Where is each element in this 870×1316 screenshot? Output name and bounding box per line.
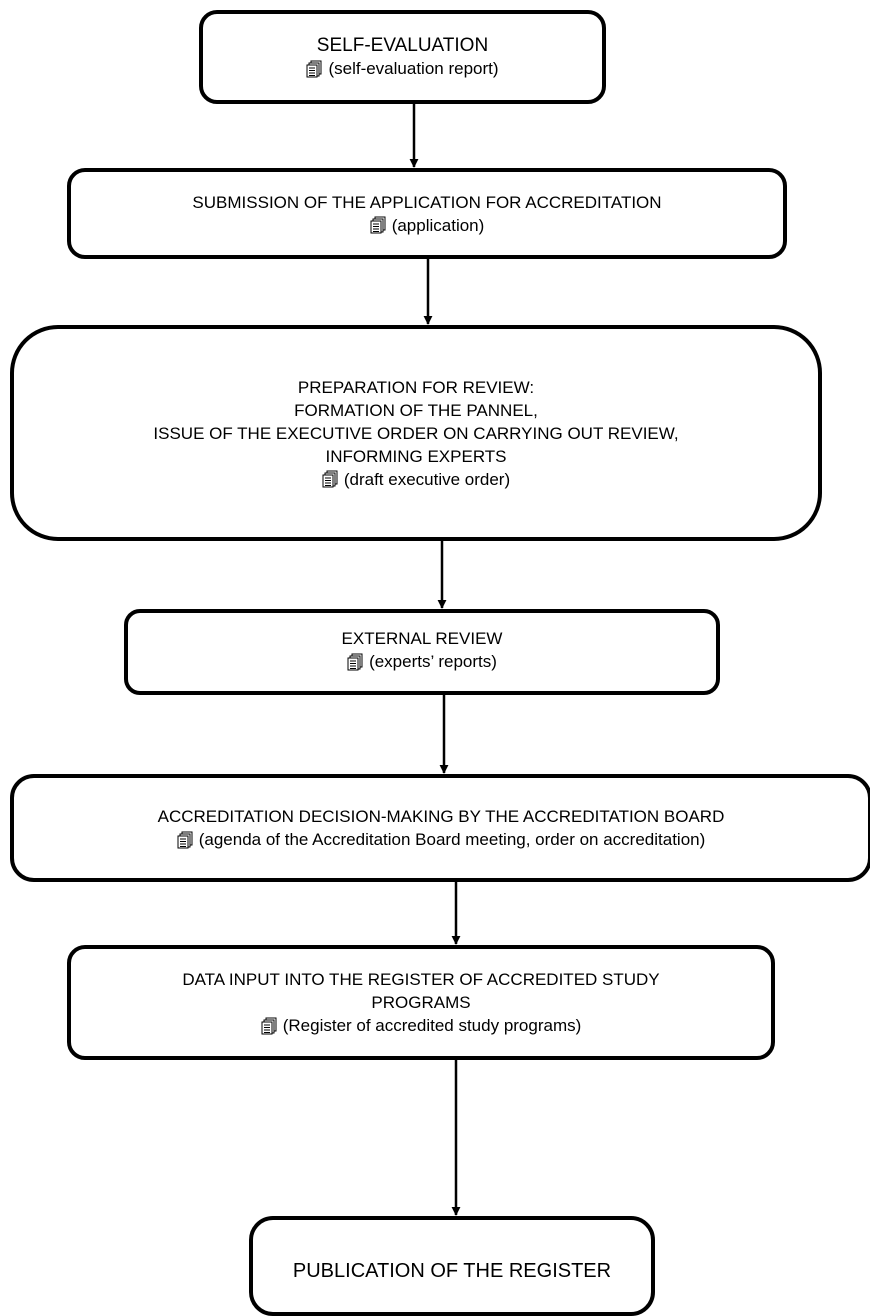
- node-title-line: EXTERNAL REVIEW: [341, 629, 503, 648]
- node-title-line: PREPARATION FOR REVIEW:: [297, 377, 535, 397]
- documents-icon: [261, 1017, 277, 1035]
- node-external-review: EXTERNAL REVIEW (experts’ reports): [124, 609, 720, 695]
- node-document: (draft executive order): [322, 468, 510, 491]
- node-publication: PUBLICATION OF THE REGISTER: [249, 1216, 655, 1316]
- node-title-line: DATA INPUT INTO THE REGISTER OF ACCREDIT…: [182, 970, 660, 989]
- node-title-line: ISSUE OF THE EXECUTIVE ORDER ON CARRYING…: [153, 423, 679, 443]
- documents-icon: [177, 831, 193, 849]
- node-document: (self-evaluation report): [306, 57, 499, 80]
- node-title-line: ACCREDITATION DECISION-MAKING BY THE ACC…: [157, 807, 725, 826]
- node-document-label: (draft executive order): [343, 469, 511, 489]
- node-document: (experts’ reports): [347, 650, 497, 673]
- node-title-line: SUBMISSION OF THE APPLICATION FOR ACCRED…: [192, 192, 662, 212]
- node-document-label: (Register of accredited study programs): [282, 1016, 582, 1035]
- node-preparation: PREPARATION FOR REVIEW: FORMATION OF THE…: [10, 325, 822, 541]
- node-document-label: (experts’ reports): [369, 652, 497, 671]
- node-title-line: PROGRAMS: [371, 993, 471, 1012]
- node-self-evaluation: SELF-EVALUATION (self-evaluation report): [199, 10, 606, 104]
- node-submission: SUBMISSION OF THE APPLICATION FOR ACCRED…: [67, 168, 787, 259]
- documents-icon: [347, 653, 363, 671]
- node-document: (application): [370, 214, 485, 237]
- documents-icon: [322, 470, 338, 488]
- node-title-line: SELF-EVALUATION: [316, 35, 489, 56]
- node-data-input: DATA INPUT INTO THE REGISTER OF ACCREDIT…: [67, 945, 775, 1060]
- node-decision-making: ACCREDITATION DECISION-MAKING BY THE ACC…: [10, 774, 870, 882]
- node-document-label: (application): [391, 215, 485, 235]
- node-title-line: FORMATION OF THE PANNEL,: [294, 400, 538, 420]
- node-document: (agenda of the Accreditation Board meeti…: [177, 828, 706, 851]
- node-document-label: (agenda of the Accreditation Board meeti…: [198, 830, 706, 849]
- node-title-line: PUBLICATION OF THE REGISTER: [292, 1260, 612, 1282]
- documents-icon: [370, 216, 386, 234]
- node-title-line: INFORMING EXPERTS: [325, 446, 507, 466]
- documents-icon: [306, 60, 322, 78]
- node-document: (Register of accredited study programs): [261, 1014, 582, 1037]
- node-document-label: (self-evaluation report): [328, 59, 499, 78]
